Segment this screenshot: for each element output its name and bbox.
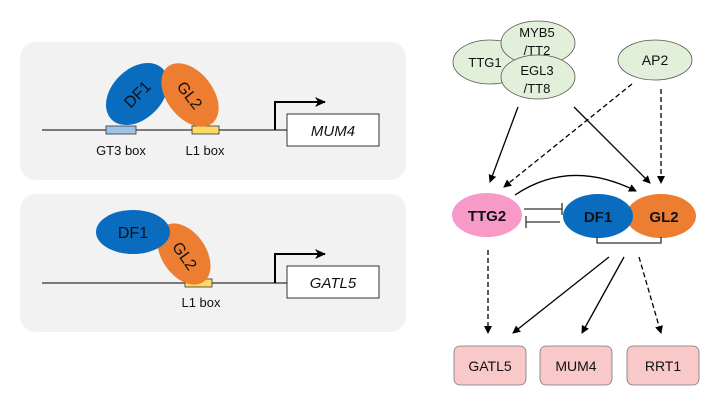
ap2-node	[617, 39, 693, 81]
regulatory-network: TTG1 MYB5 /TT2 EGL3 /TT8 AP2 TTG2 DF1 GL…	[452, 20, 700, 386]
l1-box-top	[191, 125, 220, 135]
edge-complex-to-gl2	[573, 106, 651, 184]
complex-bracket	[596, 237, 662, 244]
df1-protein-top: DF1	[106, 63, 168, 125]
ttg2-node	[452, 193, 522, 237]
gl2-node-label: GL2	[649, 209, 678, 226]
mum4-target-label: MUM4	[555, 358, 596, 374]
l1-box-label-top: L1 box	[185, 143, 225, 158]
egl3-node	[500, 54, 576, 100]
df1-node-label: DF1	[584, 209, 612, 226]
myb5-label-line1: MYB5	[519, 25, 554, 40]
mum4-gene-label: MUM4	[311, 123, 355, 140]
edge-complex-to-rrt1	[638, 256, 663, 334]
gl2-protein-top: GL2	[161, 63, 219, 127]
bottom-panel-background	[20, 194, 406, 332]
mum4-gene-box	[286, 113, 380, 147]
gatl5-gene-label: GATL5	[310, 275, 357, 292]
myb5-label-line2: /TT2	[524, 43, 551, 58]
ap2-label: AP2	[642, 52, 669, 68]
rrt1-target-label: RRT1	[645, 358, 682, 374]
gl2-protein-bottom: GL2	[157, 223, 211, 285]
gatl5-target-label: GATL5	[468, 358, 512, 374]
l1-box-label-bottom: L1 box	[181, 295, 221, 310]
mum4-target	[539, 345, 613, 386]
ttg2-label: TTG2	[468, 208, 506, 225]
edge-ttg2-to-gl2	[514, 174, 637, 196]
df1-label-bottom: DF1	[118, 225, 148, 242]
top-panel: DF1 GL2 GT3 box L1 box MUM4	[20, 42, 406, 180]
bottom-panel: GL2 DF1 L1 box GATL5	[20, 194, 406, 332]
edge-complex-to-mum4	[581, 256, 625, 334]
ttg1-label: TTG1	[468, 55, 501, 70]
tss-arrow-top	[274, 97, 326, 130]
edge-complex-to-gatl5	[512, 256, 610, 334]
tss-arrow-bottom	[274, 249, 326, 283]
gatl5-target	[453, 345, 527, 386]
gt3-box	[105, 125, 137, 135]
gt3-box-label: GT3 box	[96, 143, 146, 158]
egl3-label-line2: /TT8	[524, 81, 551, 96]
rrt1-target	[626, 345, 700, 386]
gatl5-gene-box	[286, 265, 380, 299]
df1-protein-bottom	[96, 210, 170, 254]
edge-complex-to-ttg2	[488, 106, 519, 183]
df1-node	[563, 194, 633, 238]
egl3-label-line1: EGL3	[520, 63, 553, 78]
edge-ap2-to-ttg2	[503, 83, 633, 188]
gl2-node	[626, 194, 696, 238]
